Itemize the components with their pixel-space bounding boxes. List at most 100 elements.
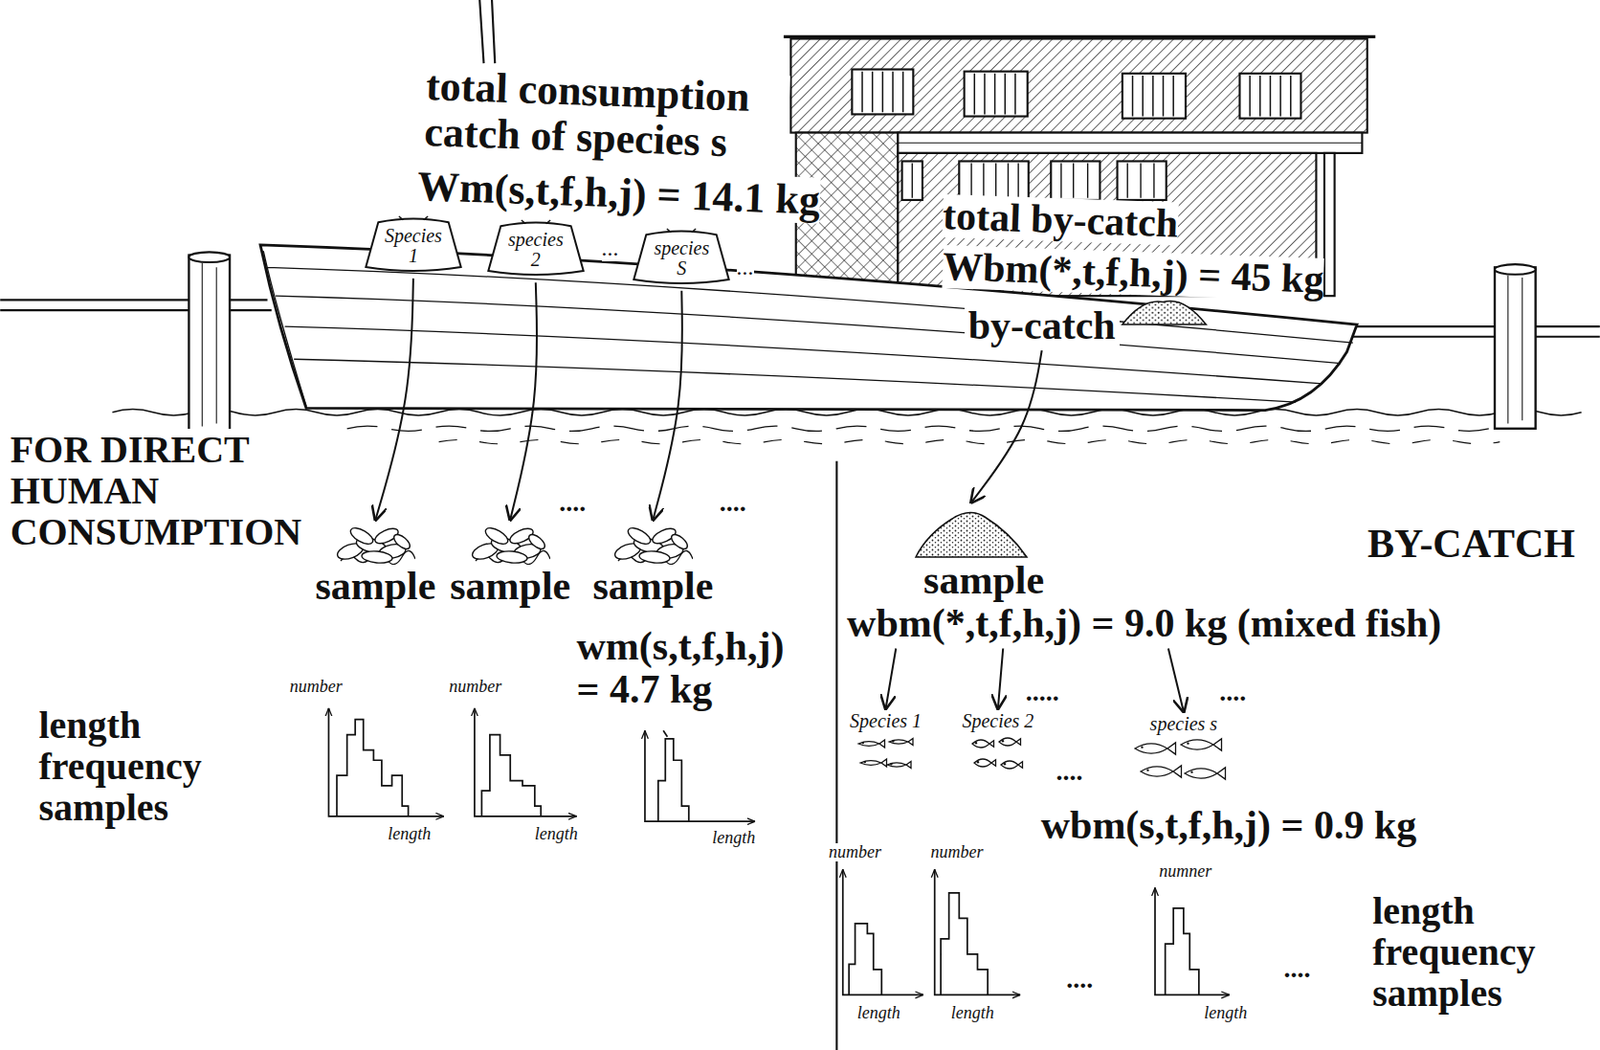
fish-eye [1001, 739, 1004, 742]
histogram-bars [336, 719, 409, 817]
heap-label: by-catch [968, 304, 1116, 348]
fish-eye [889, 762, 892, 765]
axis-label: length [857, 1003, 901, 1023]
fish-outline [1140, 765, 1182, 778]
cabin-window [902, 160, 1167, 200]
section-title: BY-CATCH [1367, 522, 1576, 566]
bycatch-heading: total by-catch [942, 194, 1180, 246]
axis-label: length [387, 824, 431, 844]
sorted-fish [1131, 734, 1237, 789]
ellipsis: .... [1066, 964, 1093, 994]
section-divider [835, 461, 838, 1050]
fish-eye [1190, 770, 1193, 773]
fish-eye [1140, 745, 1143, 748]
flow-arrow [998, 648, 1003, 710]
histogram-axes [328, 708, 444, 817]
sack-tie [399, 216, 428, 221]
fish-outline [1180, 738, 1223, 751]
species-sack: species 2 [484, 218, 588, 280]
ellipsis: .... [1219, 677, 1246, 707]
fish-eye [863, 760, 866, 763]
bycatch-heap [1122, 300, 1206, 325]
histogram-axes [644, 730, 756, 822]
jetty-post [188, 251, 230, 263]
cabin-upper [790, 39, 1367, 134]
axis-label: numner [1158, 862, 1212, 881]
fish-outline [1000, 760, 1023, 769]
ellipsis: ... [736, 255, 755, 281]
fish-eye [977, 760, 979, 763]
illustration-part [1050, 160, 1100, 200]
sack-label: species S [648, 238, 714, 279]
histogram-bars [1165, 908, 1200, 996]
fish-outline [888, 737, 913, 745]
axis-label: length [711, 828, 756, 847]
jetty-post [188, 255, 230, 431]
sample-label: sample [923, 558, 1045, 602]
fish-outline [887, 760, 912, 768]
row-label: length frequency samples [39, 704, 231, 829]
bycatch-sample: samplewbm(*,t,f,h,j) = 9.0 kg (mixed fis… [846, 505, 1442, 646]
jetty-post [1494, 264, 1536, 275]
deck-post [1324, 153, 1335, 296]
jetty-post [201, 263, 217, 427]
axis-label: number [828, 843, 882, 862]
fish-eye [861, 741, 864, 744]
flow-arrow [510, 282, 537, 520]
sample-heap [469, 522, 551, 565]
species-group: Species 2 [961, 711, 1034, 777]
species-label: species s [1150, 713, 1219, 735]
histogram-bars [848, 923, 882, 996]
row-label: length frequency samples [1372, 889, 1564, 1015]
jetty-post [1508, 275, 1523, 424]
histogram-tick [663, 730, 667, 736]
sample-label: sample [314, 564, 436, 608]
fish-eye [1146, 768, 1149, 771]
fish-outline [625, 524, 654, 547]
sack-label: species 2 [503, 229, 569, 270]
section-title: FOR DIRECT HUMAN CONSUMPTION [10, 428, 327, 554]
fish-outline [348, 524, 377, 547]
fish-eye [891, 739, 894, 742]
histogram [328, 708, 756, 822]
sack-tie [521, 220, 551, 224]
flow-arrow [886, 648, 897, 710]
water-line [347, 425, 1532, 431]
flow-arrow [1168, 648, 1184, 712]
axis-label: length [951, 1003, 995, 1023]
illustration-part [1117, 160, 1167, 200]
mast [479, 0, 495, 64]
deck-rail [897, 142, 1362, 144]
sample-label: sample [592, 564, 713, 608]
species-sack: species S [629, 226, 734, 289]
fish-outline [858, 739, 886, 748]
flow-arrow [652, 290, 683, 520]
fish-outline [669, 532, 691, 553]
histogram [843, 868, 1230, 995]
histogram-axes [934, 868, 1022, 995]
weight-formula: wbm(s,t,f,h,j) = 0.9 kg [1041, 803, 1418, 847]
window-bars [862, 71, 1291, 117]
cabin-roof [783, 35, 1376, 39]
species-group: Species 1 [849, 711, 922, 777]
species-group: species s [1131, 713, 1237, 789]
fish-outline [639, 550, 671, 565]
histogram-axes [1155, 887, 1230, 995]
sack-outline-path [365, 218, 461, 270]
species-label: Species 2 [961, 711, 1034, 733]
sack-tie [666, 228, 696, 233]
fish-outline [860, 758, 888, 767]
water-line [439, 439, 1501, 444]
sample-pile: sample [314, 522, 436, 608]
ellipsis: .... [1056, 756, 1084, 786]
flow-arrow [971, 350, 1043, 503]
flow-arrow [375, 278, 414, 520]
fish-eye [1186, 741, 1189, 744]
sample-pile: sample [592, 522, 713, 608]
ellipsis: .... [558, 488, 586, 517]
fish-outline [392, 532, 414, 553]
sample-heap [612, 522, 693, 565]
sack-outline-path [634, 230, 730, 283]
fish-outline [974, 758, 997, 767]
